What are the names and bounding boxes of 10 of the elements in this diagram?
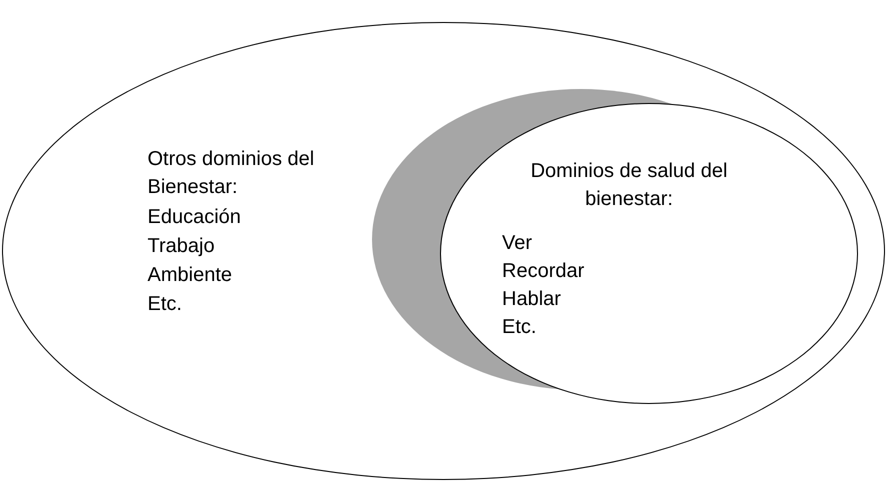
domain-item: Etc. (502, 315, 536, 340)
domain-item: Recordar (502, 259, 584, 284)
domain-item: Etc. (148, 292, 182, 316)
domain-item: Educación (148, 204, 241, 230)
domain-item: Ver (502, 231, 532, 256)
domain-heading: Otros dominios del Bienestar: (148, 146, 316, 200)
domain-item: Hablar (502, 287, 561, 312)
domain-item: Trabajo (148, 234, 215, 258)
domain-heading: Dominios de salud del bienestar: (530, 159, 728, 212)
domain-item: Ambiente (148, 262, 232, 288)
